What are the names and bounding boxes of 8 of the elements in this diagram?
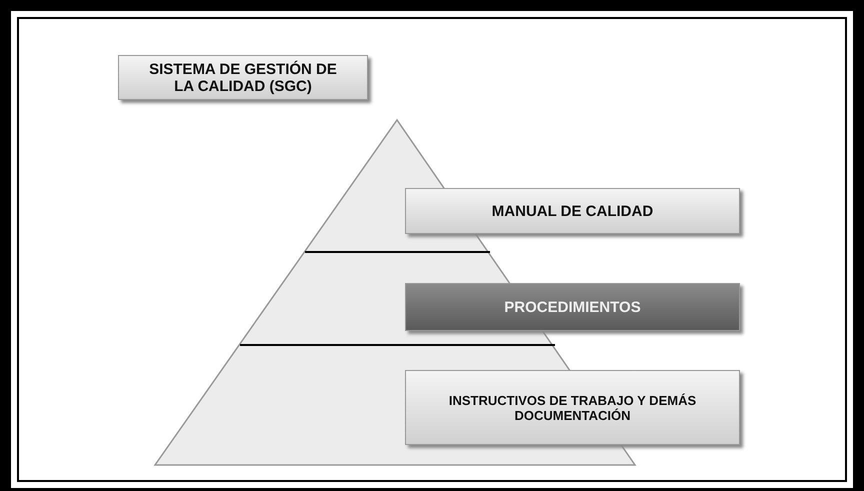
box-label: SISTEMA DE GESTIÓN DE LA CALIDAD (SGC) xyxy=(148,60,338,94)
box-label: INSTRUCTIVOS DE TRABAJO Y DEMÁS DOCUMENTACIÓN xyxy=(448,392,698,422)
tier-label-box xyxy=(405,283,740,331)
title-box xyxy=(118,55,368,100)
tier-label-box xyxy=(405,370,740,445)
tier-label-box xyxy=(405,188,740,234)
box-label: PROCEDIMIENTOS xyxy=(503,298,642,316)
box-label: MANUAL DE CALIDAD xyxy=(490,202,654,220)
